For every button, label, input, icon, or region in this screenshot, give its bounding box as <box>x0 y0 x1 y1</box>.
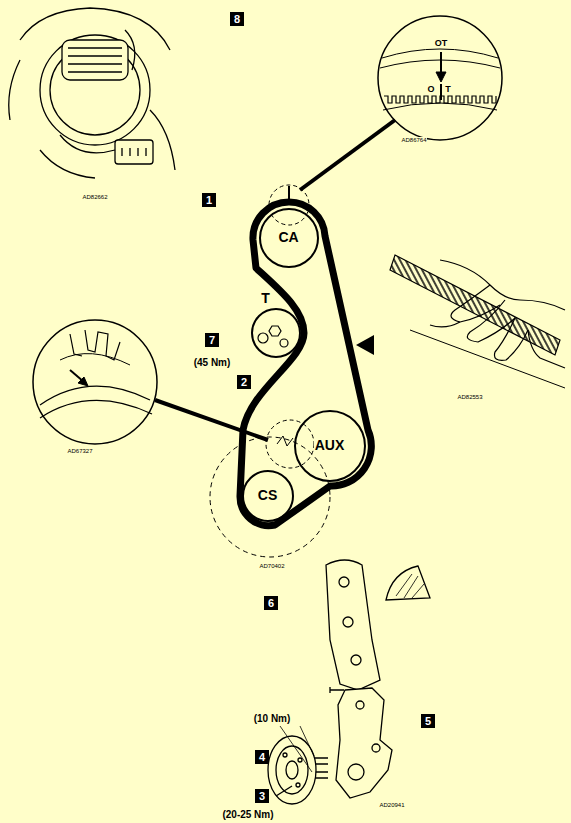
rotation-arrow <box>356 335 374 355</box>
tensioner-pulley: T <box>251 308 301 358</box>
callout-number: 3 <box>255 789 269 803</box>
pulley-label: T <box>260 291 271 306</box>
crankshaft-pulley: CS <box>242 470 294 522</box>
camshaft-pulley: CA <box>259 208 319 268</box>
pulley-label: CS <box>257 488 278 503</box>
timing-cover-parts <box>268 560 430 804</box>
sensor-drawing <box>9 8 175 178</box>
callout-number: 2 <box>237 375 251 389</box>
figure-code: AD82553 <box>457 394 482 401</box>
timing-mark-label: O <box>427 85 434 95</box>
hand-belt-drawing <box>390 255 565 388</box>
pulley-label: CA <box>277 230 299 245</box>
timing-mark-detail <box>378 16 502 140</box>
callout-number: 1 <box>202 193 216 207</box>
timing-mark-label: OT <box>435 39 448 49</box>
pulley-label: AUX <box>314 438 346 453</box>
timing-mark-label: T <box>445 85 451 95</box>
callout-number: 7 <box>205 333 219 347</box>
figure-code: AD82662 <box>82 194 107 201</box>
auxiliary-pulley: AUX <box>294 410 366 482</box>
callout-number: 6 <box>264 596 278 610</box>
torque-value: (20-25 Nm) <box>222 809 273 820</box>
callout-number: 4 <box>255 750 269 764</box>
figure-code: AD67327 <box>67 448 92 455</box>
figure-code: AD70402 <box>259 563 284 570</box>
torque-value: (10 Nm) <box>254 713 291 724</box>
torque-value: (45 Nm) <box>194 357 231 368</box>
crank-mark-detail <box>33 320 157 444</box>
figure-code: AD86764 <box>401 137 426 144</box>
callout-number: 8 <box>230 12 244 26</box>
callout-number: 5 <box>421 714 435 728</box>
timing-belt <box>240 202 371 526</box>
figure-code: AD20941 <box>379 802 404 809</box>
